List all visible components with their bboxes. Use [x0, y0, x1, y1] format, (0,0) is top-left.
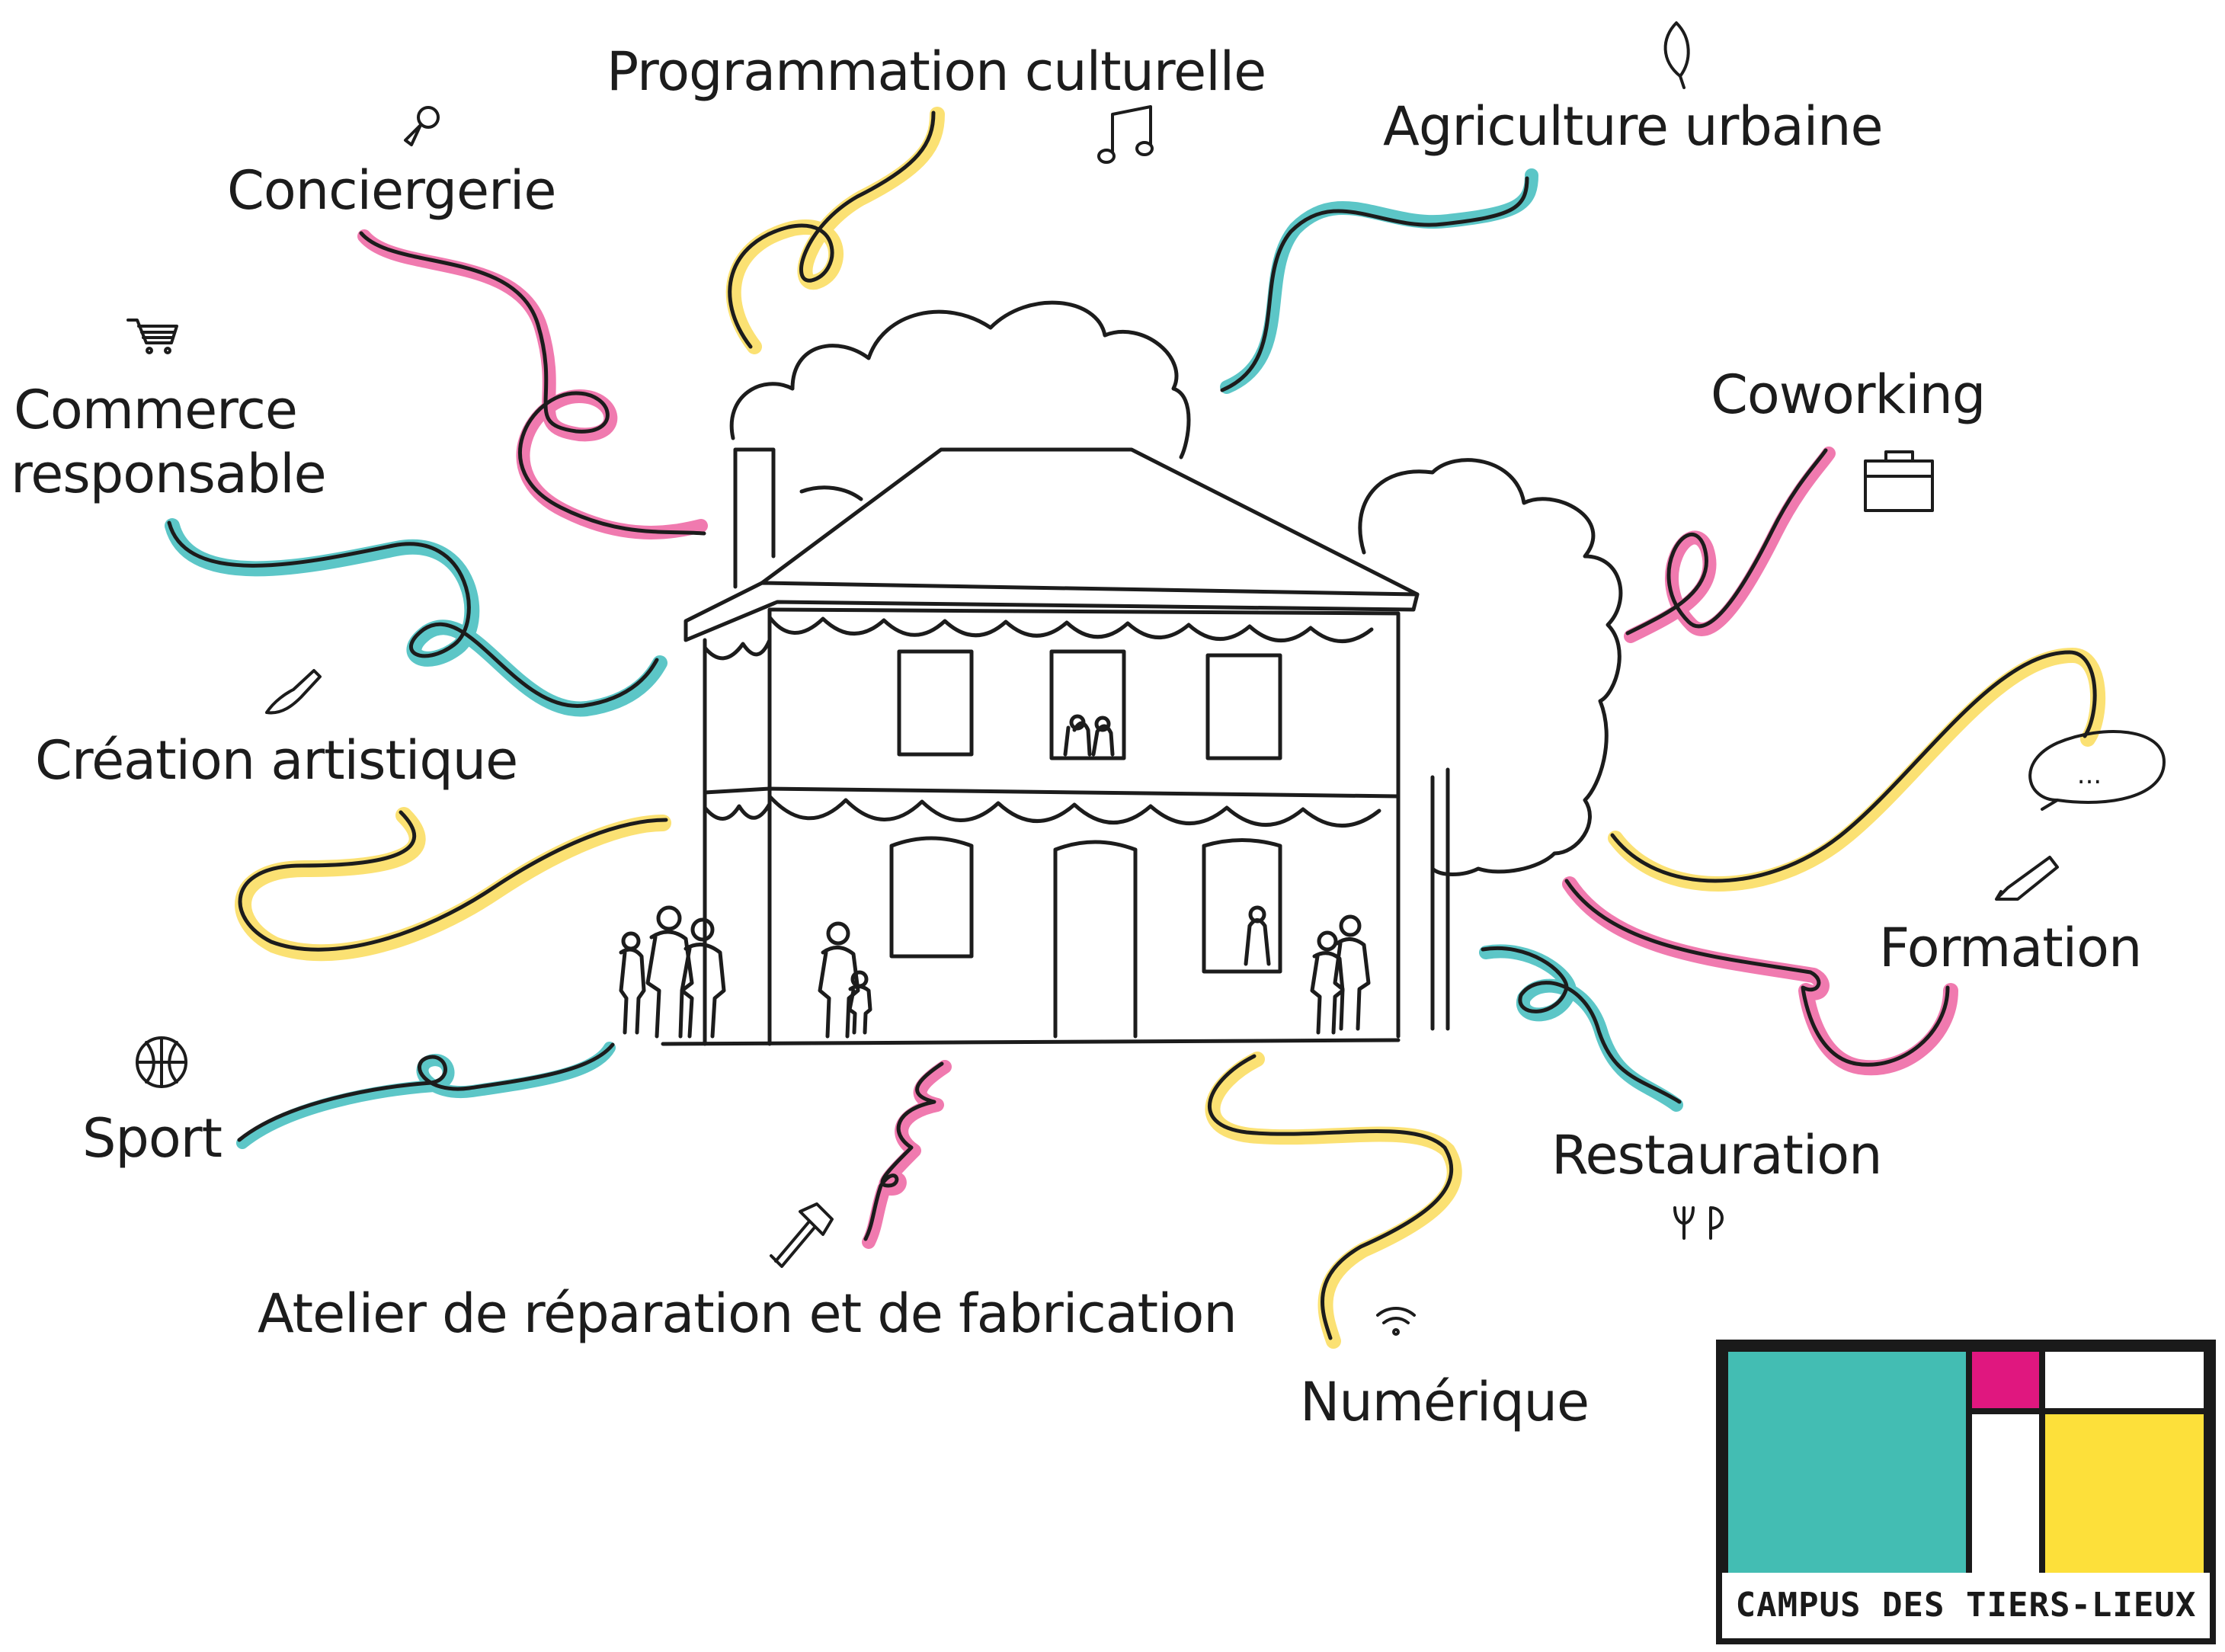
label-atelier: Atelier de réparation et de fabrication — [258, 1282, 1237, 1345]
fork-knife-icon — [1673, 1206, 1724, 1240]
pencil-icon — [1995, 856, 2059, 901]
ribbon-programmation — [725, 107, 945, 354]
hammer-icon — [770, 1202, 834, 1268]
people-group-center — [818, 921, 872, 1039]
label-commerce-line2: responsable — [11, 443, 327, 505]
logo-yellow-block — [2045, 1414, 2204, 1574]
cart-icon — [126, 319, 178, 354]
label-commerce-line1: Commerce — [14, 379, 298, 441]
logo-magenta-block — [1972, 1352, 2039, 1408]
basketball-icon — [136, 1036, 187, 1088]
logo-white-left-block — [1972, 1414, 2039, 1574]
label-coworking: Coworking — [1711, 363, 1986, 426]
people-group-left — [619, 905, 726, 1039]
logo-white-top-block — [2045, 1352, 2204, 1408]
ribbon-bubble — [1608, 648, 2106, 892]
ribbon-formation — [1562, 876, 1958, 1076]
label-restauration: Restauration — [1551, 1124, 1882, 1186]
wifi-icon — [1376, 1307, 1416, 1336]
ribbon-coworking — [1624, 447, 1836, 643]
label-agriculture-urbaine: Agriculture urbaine — [1383, 95, 1884, 158]
music-note-icon — [1097, 105, 1154, 164]
label-programmation-culturelle: Programmation culturelle — [607, 40, 1266, 103]
label-commerce-responsable: Commerce responsable — [11, 378, 327, 506]
label-formation: Formation — [1879, 917, 2142, 979]
ribbon-sport — [236, 1042, 616, 1149]
ribbon-atelier — [862, 1060, 952, 1249]
label-creation-artistique: Création artistique — [35, 729, 518, 792]
speech-bubble — [2028, 730, 2166, 811]
brush-icon — [265, 669, 322, 715]
house-illustration — [619, 300, 1623, 1046]
ribbon-creation — [235, 807, 671, 962]
sprout-icon — [1663, 21, 1690, 89]
magnifier-icon — [404, 106, 440, 146]
ribbon-commerce — [165, 518, 668, 717]
people-group-right — [1310, 914, 1371, 1035]
label-conciergerie: Conciergerie — [227, 159, 556, 222]
logo-teal-block — [1728, 1352, 1966, 1574]
briefcase-icon — [1864, 450, 1934, 512]
logo-text: CAMPUS DES TIERS-LIEUX — [1722, 1573, 2210, 1638]
label-numerique: Numérique — [1300, 1371, 1590, 1433]
ribbon-numerique — [1205, 1052, 1462, 1349]
speech-bubble-text: ... — [2077, 760, 2102, 790]
ribbon-restauration — [1479, 944, 1683, 1112]
ribbon-conciergerie — [357, 229, 708, 539]
ribbon-agriculture — [1220, 168, 1538, 394]
label-sport: Sport — [82, 1107, 222, 1170]
campus-logo: CAMPUS DES TIERS-LIEUX — [1716, 1340, 2216, 1644]
